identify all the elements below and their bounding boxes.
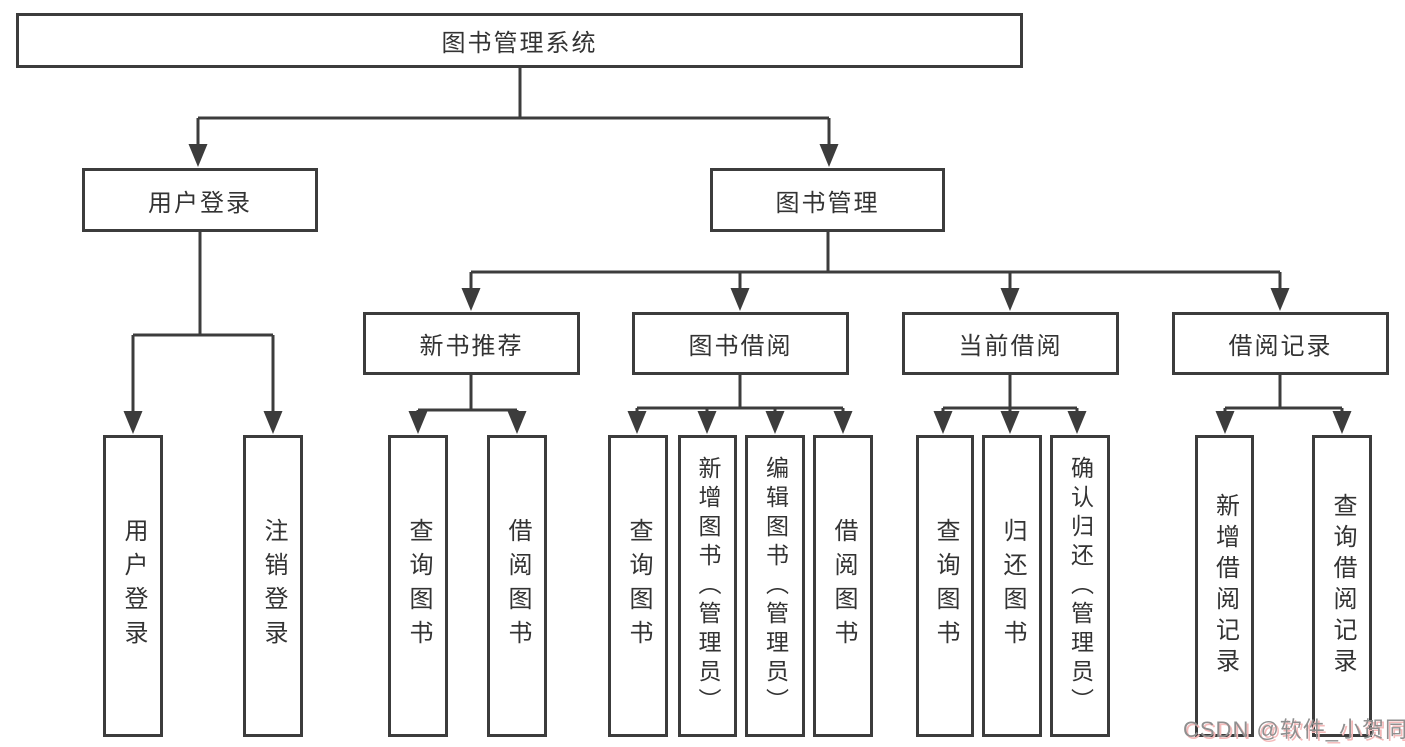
node-label: 图书借阅 — [688, 333, 793, 360]
leaf-label: 查询图书 — [932, 518, 959, 654]
node-user-login: 用户登录 — [82, 168, 318, 232]
leaf-label: 查询图书 — [625, 518, 652, 654]
leaf-logout: 注销登录 — [243, 435, 303, 737]
node-current-borrow: 当前借阅 — [902, 312, 1119, 375]
node-new-book-recommend: 新书推荐 — [363, 312, 580, 375]
node-label: 用户登录 — [148, 189, 252, 217]
leaf-label: 查询图书 — [405, 518, 432, 654]
leaf-label: 编辑图书（管理员） — [762, 455, 789, 717]
leaf-label: 归还图书 — [999, 518, 1026, 654]
leaf-label: 新增图书（管理员） — [695, 455, 721, 717]
csdn-watermark: CSDN @软件_小贺同学 — [1183, 717, 1405, 742]
node-borrow-records: 借阅记录 — [1172, 312, 1389, 375]
leaf-label: 查询借阅记录 — [1329, 493, 1356, 679]
leaf-confirm-return-admin: 确认归还（管理员） — [1050, 435, 1110, 737]
leaf-borrow-books: 借阅图书 — [487, 435, 547, 737]
leaf-user-login: 用户登录 — [103, 435, 163, 737]
leaf-add-borrow-record: 新增借阅记录 — [1195, 435, 1254, 737]
node-book-borrow: 图书借阅 — [632, 312, 849, 375]
node-book-management-system: 图书管理系统 — [16, 13, 1023, 68]
node-label: 图书管理 — [775, 189, 880, 217]
node-label: 当前借阅 — [958, 333, 1063, 360]
leaf-label: 新增借阅记录 — [1211, 493, 1239, 679]
arrowhead-icons — [123, 144, 1352, 434]
leaf-label: 确认归还（管理员） — [1067, 455, 1094, 717]
leaf-return-books: 归还图书 — [982, 435, 1042, 737]
leaf-label: 借阅图书 — [504, 518, 531, 654]
leaf-label: 借阅图书 — [830, 518, 857, 654]
node-label: 图书管理系统 — [441, 30, 598, 57]
node-book-management: 图书管理 — [710, 168, 945, 232]
leaf-borrow-books-action: 借阅图书 — [813, 435, 873, 737]
node-label: 新书推荐 — [419, 333, 524, 360]
leaf-add-books-admin: 新增图书（管理员） — [678, 435, 737, 737]
leaf-label: 注销登录 — [260, 518, 287, 654]
leaf-query-books: 查询图书 — [388, 435, 448, 737]
leaf-query-books-current: 查询图书 — [916, 435, 974, 737]
leaf-label: 用户登录 — [120, 518, 147, 654]
node-label: 借阅记录 — [1228, 333, 1333, 360]
leaf-query-books-borrow: 查询图书 — [608, 435, 668, 737]
leaf-edit-books-admin: 编辑图书（管理员） — [745, 435, 805, 737]
leaf-query-borrow-record: 查询借阅记录 — [1312, 435, 1372, 737]
